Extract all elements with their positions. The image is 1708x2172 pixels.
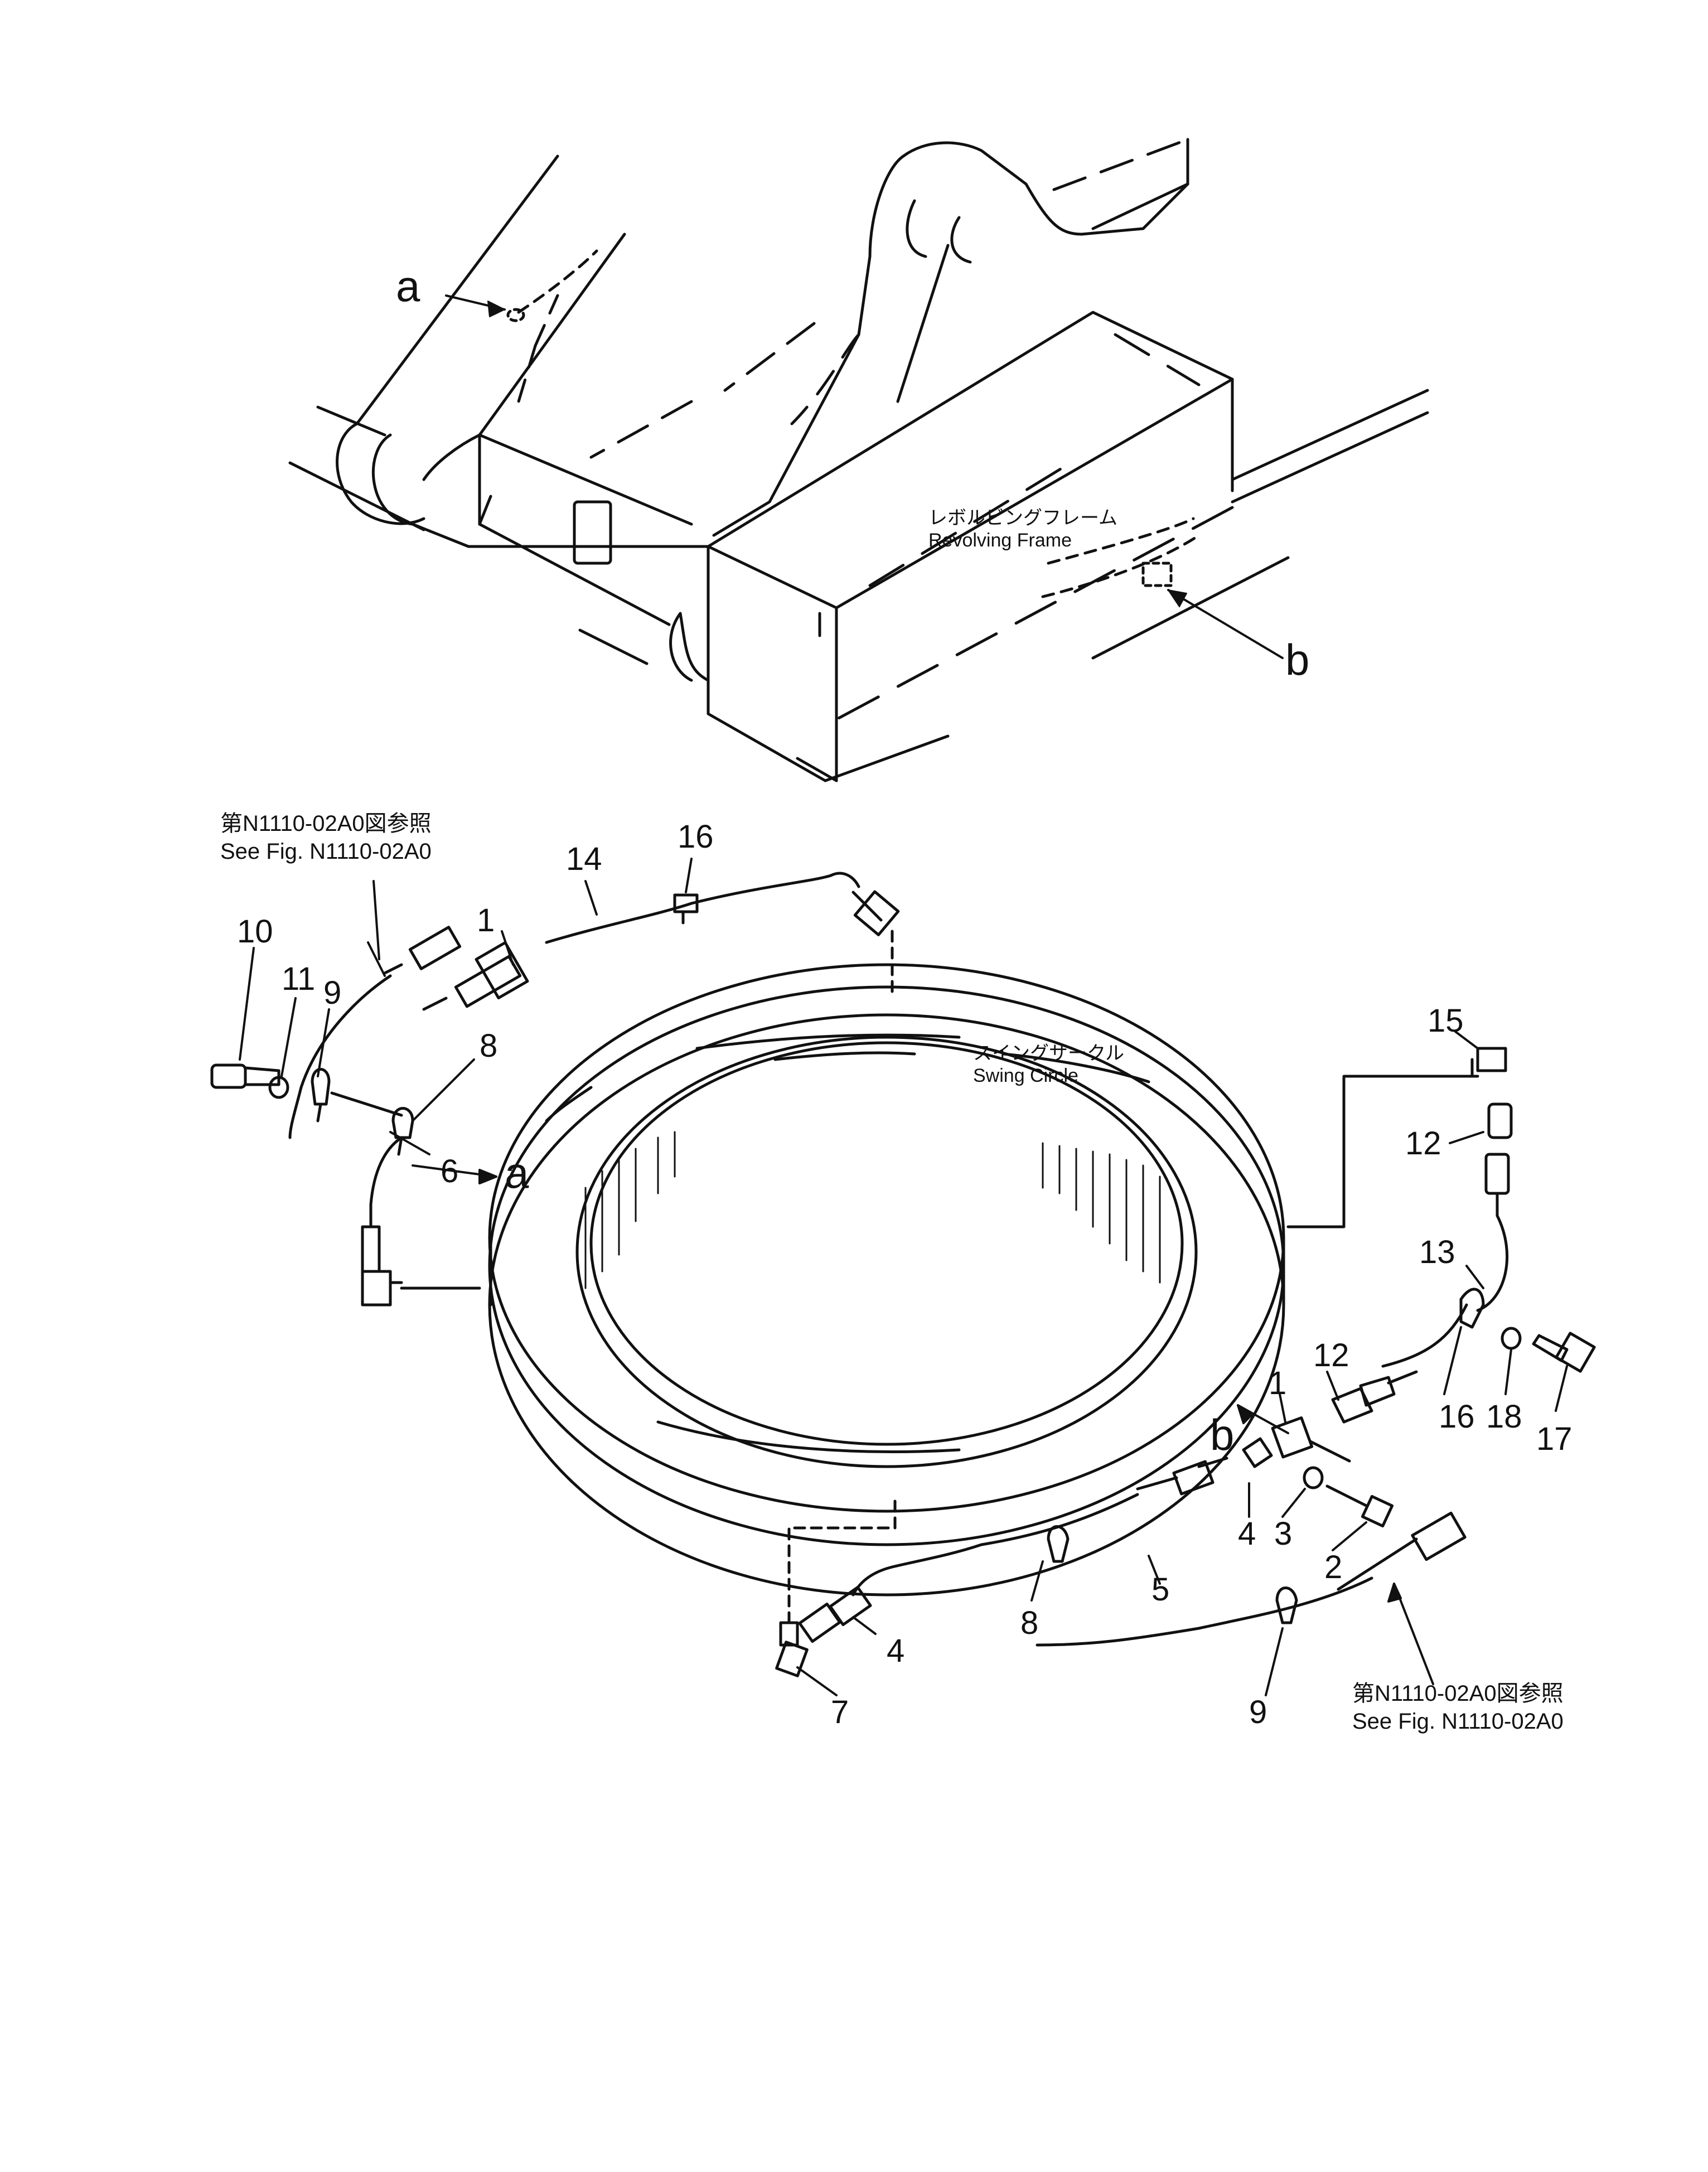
callout-6: 6	[441, 1153, 458, 1189]
callout-9-right: 9	[1249, 1694, 1267, 1730]
callout-14: 14	[566, 841, 602, 877]
callout-7: 7	[831, 1694, 849, 1730]
callout-5: 5	[1151, 1571, 1169, 1608]
callout-4-left: 4	[887, 1633, 904, 1669]
hose-assembly	[210, 858, 1596, 1696]
reference-left-en: See Fig. N1110-02A0	[220, 839, 432, 864]
callout-4-right: 4	[1238, 1516, 1256, 1552]
swing-circle-label-en: Swing Circle	[973, 1065, 1078, 1086]
callout-12-mid: 12	[1313, 1337, 1349, 1373]
view-a-label-bottom: a	[505, 1148, 529, 1197]
callout-13: 13	[1419, 1234, 1455, 1270]
view-b-label-top: b	[1285, 635, 1309, 684]
view-b-label-bottom: b	[1210, 1410, 1234, 1459]
reference-left-jp: 第N1110-02A0図参照	[220, 811, 432, 836]
callout-17: 17	[1536, 1421, 1572, 1457]
swing-circle-drawing	[488, 963, 1285, 1597]
callout-18: 18	[1486, 1399, 1522, 1435]
reference-right-jp: 第N1110-02A0図参照	[1352, 1681, 1564, 1706]
callout-15: 15	[1428, 1003, 1464, 1039]
swing-circle-label-jp: スイングサークル	[973, 1043, 1124, 1064]
callout-8-right: 8	[1020, 1605, 1038, 1641]
callout-10: 10	[237, 913, 273, 950]
callout-16-top: 16	[678, 819, 714, 855]
callout-11: 11	[282, 961, 315, 997]
callout-8-left: 8	[480, 1028, 497, 1064]
callout-2: 2	[1324, 1549, 1342, 1585]
revolving-frame-drawing	[288, 138, 1429, 782]
callout-3: 3	[1274, 1516, 1292, 1552]
callout-1-right: 1	[1269, 1365, 1286, 1401]
revolving-frame-label-jp: レボルビングフレーム	[928, 507, 1117, 529]
callout-12-top: 12	[1405, 1125, 1441, 1162]
view-a-label-top: a	[396, 262, 420, 311]
callout-9-left: 9	[323, 975, 341, 1011]
callout-16-right: 16	[1439, 1399, 1475, 1435]
reference-right-en: See Fig. N1110-02A0	[1352, 1709, 1564, 1734]
callout-1-left: 1	[477, 902, 495, 939]
revolving-frame-label-en: Revolving Frame	[928, 530, 1072, 551]
